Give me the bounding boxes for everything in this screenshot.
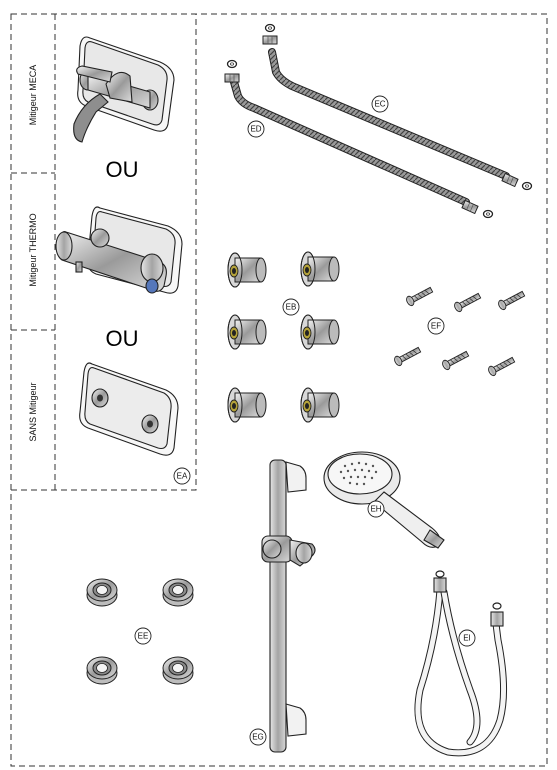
flexible-hoses-illustration xyxy=(224,23,533,219)
slide-bar-illustration xyxy=(261,459,316,753)
label-mitigeur-thermo: Mitigeur THERMO xyxy=(28,213,38,286)
tag-ec-text: EC xyxy=(374,100,385,109)
tag-eb-text: EB xyxy=(286,303,297,312)
tag-ed: ED xyxy=(247,120,265,138)
section-borders xyxy=(10,13,548,767)
mitigeur-thermo-illustration xyxy=(55,206,183,294)
tag-ee-text: EE xyxy=(138,632,149,641)
tag-eh: EH xyxy=(367,500,385,518)
tag-ef: EF xyxy=(427,317,445,335)
ou-separator: OU xyxy=(106,326,139,351)
tag-ei: EI xyxy=(458,629,476,647)
label-sans-mitigeur: SANS Mitigeur xyxy=(28,382,38,441)
tag-eb: EB xyxy=(282,298,300,316)
screws-illustration xyxy=(392,284,527,378)
tag-ea-text: EA xyxy=(177,472,188,481)
ou-separator: OU xyxy=(106,157,139,182)
tag-ea: EA xyxy=(173,467,191,485)
tag-ei-text: EI xyxy=(463,634,471,643)
tag-ef-text: EF xyxy=(431,322,441,331)
mitigeur-meca-illustration xyxy=(73,36,175,143)
tag-eh-text: EH xyxy=(370,505,381,514)
tag-eg: EG xyxy=(249,728,267,746)
spacers-illustration xyxy=(227,251,340,423)
tag-ee: EE xyxy=(134,627,152,645)
hand-shower-illustration xyxy=(323,451,445,549)
sans-mitigeur-illustration xyxy=(79,362,179,456)
shower-hose-illustration xyxy=(414,570,508,757)
label-mitigeur-meca: Mitigeur MECA xyxy=(28,65,38,126)
tag-ec: EC xyxy=(371,95,389,113)
tag-eg-text: EG xyxy=(252,733,264,742)
tag-ed-text: ED xyxy=(250,125,261,134)
